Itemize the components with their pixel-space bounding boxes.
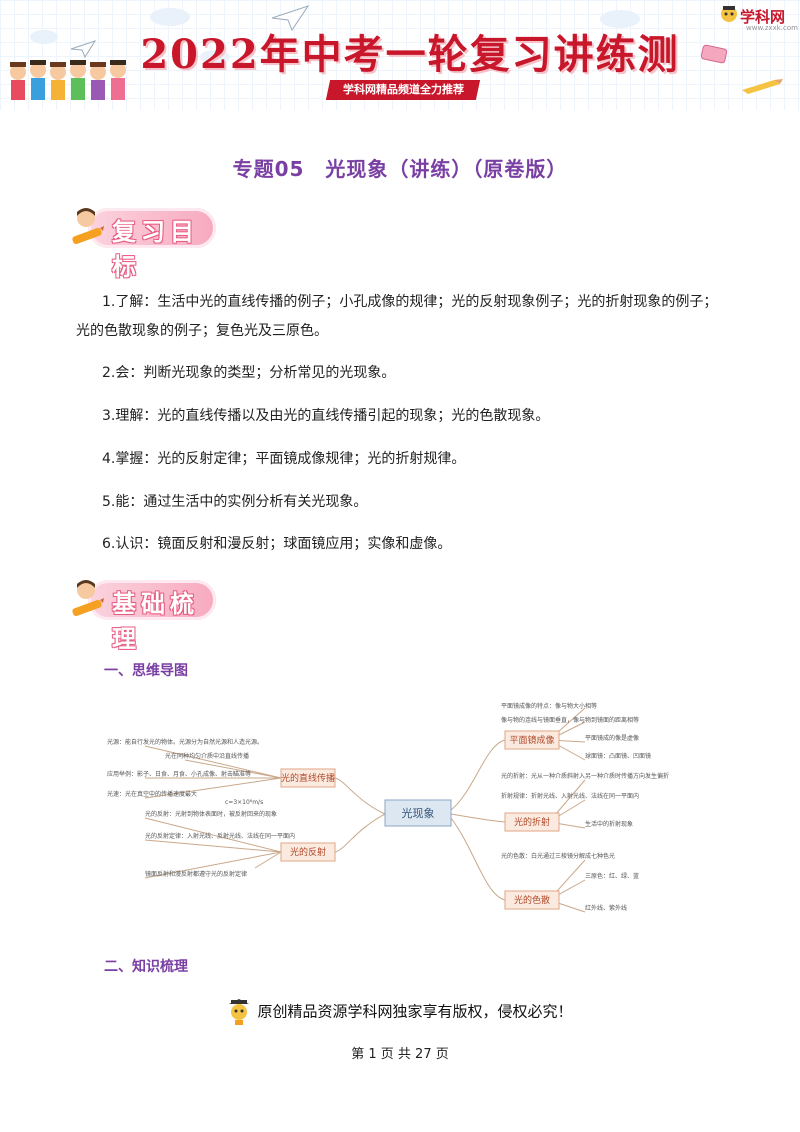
objective-item: 4.掌握：光的反射定律；平面镜成像规律；光的折射规律。 [102,445,762,474]
objective-text: 2.会：判断光现象的类型；分析常见的光现象。 [102,365,396,381]
copyright-notice: 原创精品资源学科网独家享有版权，侵权必究！ [0,998,800,1026]
mindmap-note: 三原色：红、绿、蓝 [585,872,639,880]
mindmap-center-label: 光现象 [402,806,435,820]
logo-mascot-icon [721,6,737,22]
objective-item: 5.能：通过生活中的实例分析有关光现象。 [102,488,762,517]
pencil-icon [742,79,783,94]
mindmap-branch-node [280,768,336,788]
mindmap-branch-label: 光的折射 [514,816,550,828]
mindmap-branch-node [504,890,560,910]
mindmap-center-node [384,799,452,827]
mindmap-note: 球面镜：凸面镜、凹面镜 [585,752,651,760]
section-title: 基础梳理 [112,590,199,653]
cloud-decoration [200,50,230,64]
mindmap-branch-label: 光的反射 [290,846,326,858]
mindmap-branch-label: 光的直线传播 [281,772,335,784]
page-number: 第 1 页 共 27 页 [351,1047,449,1062]
eraser-icon [700,44,728,64]
mindmap-note: 平面镜成像的特点：像与物大小相等 [501,702,597,710]
mindmap-note: 红外线、紫外线 [585,904,627,912]
mindmap-branch-label: 光的色散 [514,894,550,906]
badge-pill [88,580,216,620]
mindmap-note: 光的色散：白光通过三棱镜分解成七种色光 [501,852,615,860]
mindmap-note: 平面镜成的像是虚像 [585,734,639,742]
mind-map: 光现象 光的直线传播 光的反射 平面镜成像 光的折射 光的色散 光源：能自行发光… [107,702,669,913]
mindmap-branch-label: 平面镜成像 [509,734,554,746]
banner-subtitle: 学科网精品频道全力推荐 [325,80,481,100]
banner-title: 2022年中考一轮复习讲练测 [140,31,680,78]
mindmap-note: 光在同种均匀介质中沿直线传播 [165,752,249,760]
mindmap-note: 光的折射：光从一种介质斜射入另一种介质时传播方向发生偏折 [501,772,669,780]
objective-text: 4.掌握：光的反射定律；平面镜成像规律；光的折射规律。 [102,451,466,467]
objective-item: 光的色散现象的例子；复色光及三原色。 [76,317,736,346]
objective-text: 6.认识：镜面反射和漫反射；球面镜应用；实像和虚像。 [102,536,452,552]
mindmap-note: 应用举例：影子、日食、月食、小孔成像、射击瞄准等 [107,770,251,778]
children-illustration [10,60,126,100]
mindmap-branch-node [504,730,560,750]
mindmap-note: c=3×10⁸m/s [225,799,263,806]
objective-text: 5.能：通过生活中的实例分析有关光现象。 [102,494,368,510]
subheading-mindmap: 一、思维导图 [104,663,188,679]
objective-text: 光的色散现象的例子；复色光及三原色。 [76,323,328,339]
section-badge-review-goals: 复习目标 [70,204,220,281]
cloud-decoration [30,30,58,44]
mindmap-note: 生活中的折射现象 [585,820,633,828]
objective-text: 1.了解：生活中光的直线传播的例子；小孔成像的规律；光的反射现象例子；光的折射现… [102,294,718,310]
mindmap-branch-node [280,842,336,862]
section-title: 复习目标 [112,218,199,281]
mindmap-note: 光的反射定律：入射光线、反射光线、法线在同一平面内 [145,832,295,840]
paper-plane-icon [70,40,96,58]
section-badge-basics: 基础梳理 [70,576,220,653]
logo-url: www.zxxk.com [746,24,798,32]
objective-item: 2.会：判断光现象的类型；分析常见的光现象。 [102,359,762,388]
header-banner: 2022年中考一轮复习讲练测 学科网精品频道全力推荐 学科网 www.zxxk.… [0,0,800,110]
xuekewang-logo: 学科网 www.zxxk.com [716,4,798,34]
subheading-knowledge: 二、知识梳理 [104,959,188,975]
objective-text: 3.理解：光的直线传播以及由光的直线传播引起的现象；光的色散现象。 [102,408,550,424]
mindmap-note: 折射规律：折射光线、入射光线、法线在同一平面内 [501,792,639,800]
mindmap-note: 像与物的连线与镜面垂直，像与物到镜面的距离相等 [501,716,639,724]
mascot-icon [229,999,250,1025]
logo-text: 学科网 [740,8,786,26]
copyright-text: 原创精品资源学科网独家享有版权，侵权必究！ [257,1002,573,1021]
mindmap-note: 光的反射：光射到物体表面时，被反射回来的现象 [145,810,277,818]
cloud-decoration [150,8,190,26]
mindmap-note: 光速：光在真空中的传播速度最大 [107,790,197,798]
mindmap-branch-node [504,812,560,832]
objective-item: 3.理解：光的直线传播以及由光的直线传播引起的现象；光的色散现象。 [102,402,762,431]
girl-pencil-icon [72,208,104,245]
objective-item: 6.认识：镜面反射和漫反射；球面镜应用；实像和虚像。 [102,530,762,559]
objective-item: 1.了解：生活中光的直线传播的例子；小孔成像的规律；光的反射现象例子；光的折射现… [76,288,736,317]
paper-plane-icon [271,5,310,32]
mindmap-note: 光源：能自行发光的物体。光源分为自然光源和人造光源。 [107,738,263,746]
banner-subtitle-text: 学科网精品频道全力推荐 [342,83,464,96]
document-title: 专题05 光现象（讲练）（原卷版） [232,157,568,181]
cloud-decoration [600,10,640,28]
girl-pencil-icon [72,580,104,617]
mindmap-note: 镜面反射和漫反射都遵守光的反射定律 [145,870,247,878]
badge-pill [88,208,216,248]
